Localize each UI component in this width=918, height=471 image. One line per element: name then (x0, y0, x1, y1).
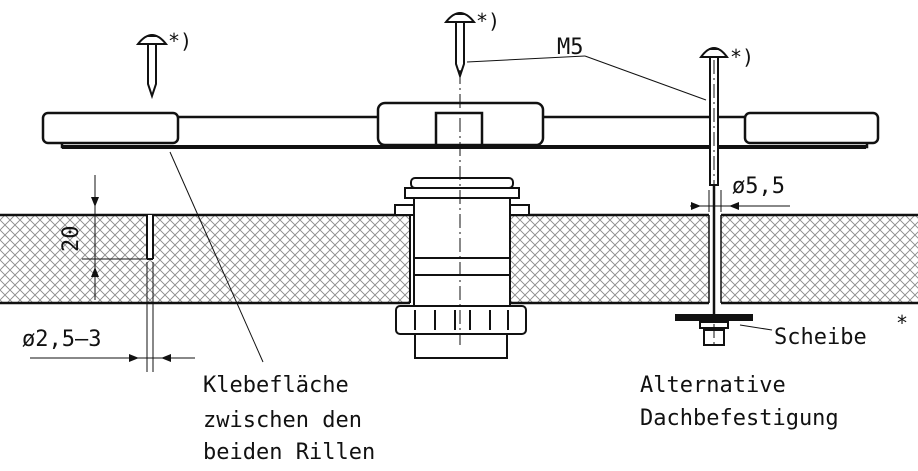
washer-label: Scheibe (774, 325, 867, 350)
asterisk-label-right: *) (730, 45, 754, 69)
adhesive-label-line2: zwischen den (203, 408, 362, 433)
depth-label: 20 (59, 226, 84, 253)
asterisk-label-left: *) (168, 29, 192, 53)
groove (146, 215, 154, 260)
alternative-label-line1: Alternative (640, 373, 786, 398)
screw-center (443, 12, 477, 80)
asterisk-label-center: *) (476, 9, 500, 33)
adhesive-label-line3: beiden Rillen (203, 440, 375, 465)
m5-label: M5 (557, 35, 584, 60)
mounting-frame (41, 101, 880, 149)
groove-diameter-label: ø2,5–3 (22, 327, 101, 352)
hole-diameter-label: ø5,5 (732, 174, 785, 199)
dimensions (30, 55, 790, 372)
adhesive-label-line1: Klebefläche (203, 373, 349, 398)
screw-left (135, 34, 169, 100)
center-lines (459, 60, 715, 345)
dimension-arrows (91, 197, 739, 362)
vent-body (394, 177, 530, 359)
washer-asterisk: * (896, 311, 908, 335)
alternative-label-line2: Dachbefestigung (640, 406, 839, 431)
